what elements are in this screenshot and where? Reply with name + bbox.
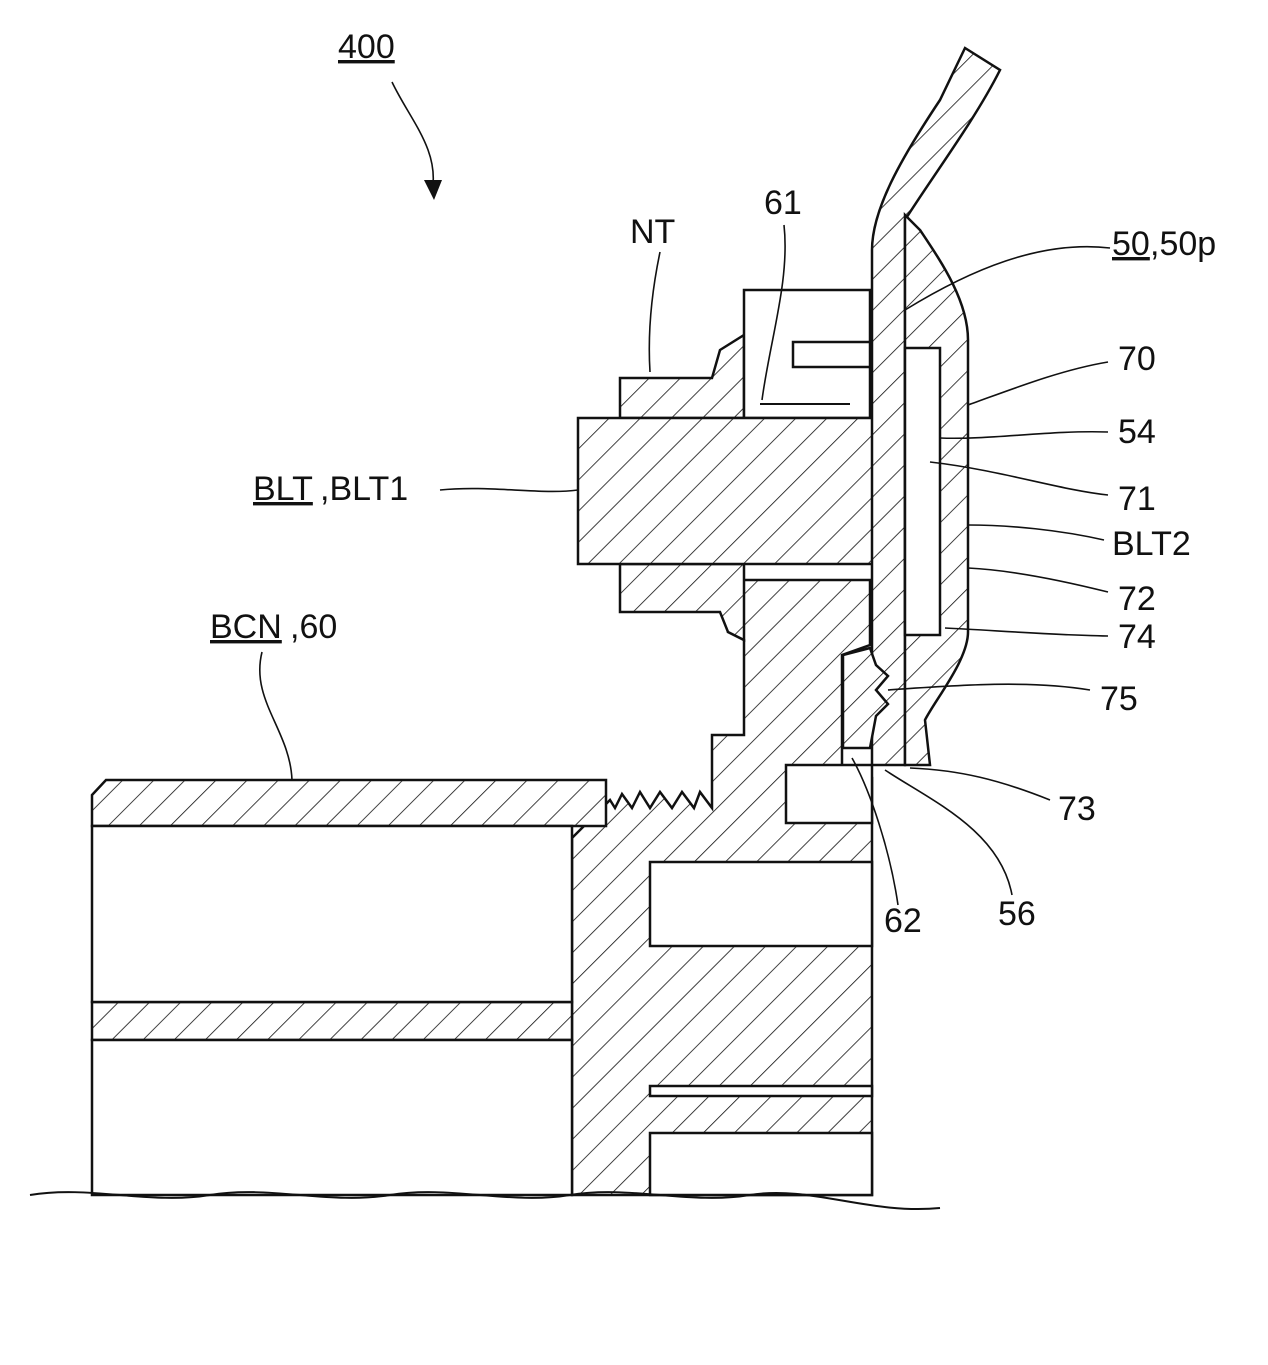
label-71: 71 [1118, 480, 1156, 518]
cover-inner-cavity [905, 348, 940, 635]
leader-bcn [260, 652, 292, 780]
leader-72 [968, 568, 1108, 592]
label-50a: 50 [1112, 225, 1150, 263]
label-blt2: BLT2 [1112, 525, 1191, 563]
leader-56 [885, 770, 1012, 895]
label-nt: NT [630, 213, 675, 251]
leader-nt [649, 252, 660, 372]
nut-slot [793, 342, 870, 367]
label-73: 73 [1058, 790, 1096, 828]
label-bcn-a: BCN [210, 608, 282, 646]
leader-blt2 [968, 525, 1104, 540]
label-50b: ,50p [1150, 225, 1216, 263]
label-75: 75 [1100, 680, 1138, 718]
label-62: 62 [884, 902, 922, 940]
cavity-upper-left [92, 826, 572, 1002]
bracket-middle-plate [92, 1002, 572, 1040]
label-blt-b: ,BLT1 [320, 470, 408, 508]
leader-73 [910, 768, 1050, 800]
leader-blt [440, 489, 578, 492]
nut-lower [620, 564, 744, 640]
cavity-right-3 [650, 1086, 872, 1096]
nut-upper [620, 335, 744, 418]
bracket-top-plate [92, 780, 606, 826]
label-bcn-b: ,60 [290, 608, 337, 646]
cavity-lower-left [92, 1040, 572, 1195]
cavity-right-4 [650, 1133, 872, 1195]
ref-400-arrowhead [424, 180, 442, 200]
label-61: 61 [764, 184, 802, 222]
cavity-right-2 [786, 765, 872, 823]
ref-400-arrow [392, 82, 433, 192]
label-blt-a: BLT [253, 470, 313, 508]
label-70: 70 [1118, 340, 1156, 378]
cavity-right-1 [650, 862, 872, 946]
label-54: 54 [1118, 413, 1156, 451]
label-72: 72 [1118, 580, 1156, 618]
leader-70 [968, 362, 1108, 405]
label-74: 74 [1118, 618, 1156, 656]
leader-74 [945, 628, 1108, 636]
ref-400: 400 [338, 28, 395, 66]
label-56: 56 [998, 895, 1036, 933]
